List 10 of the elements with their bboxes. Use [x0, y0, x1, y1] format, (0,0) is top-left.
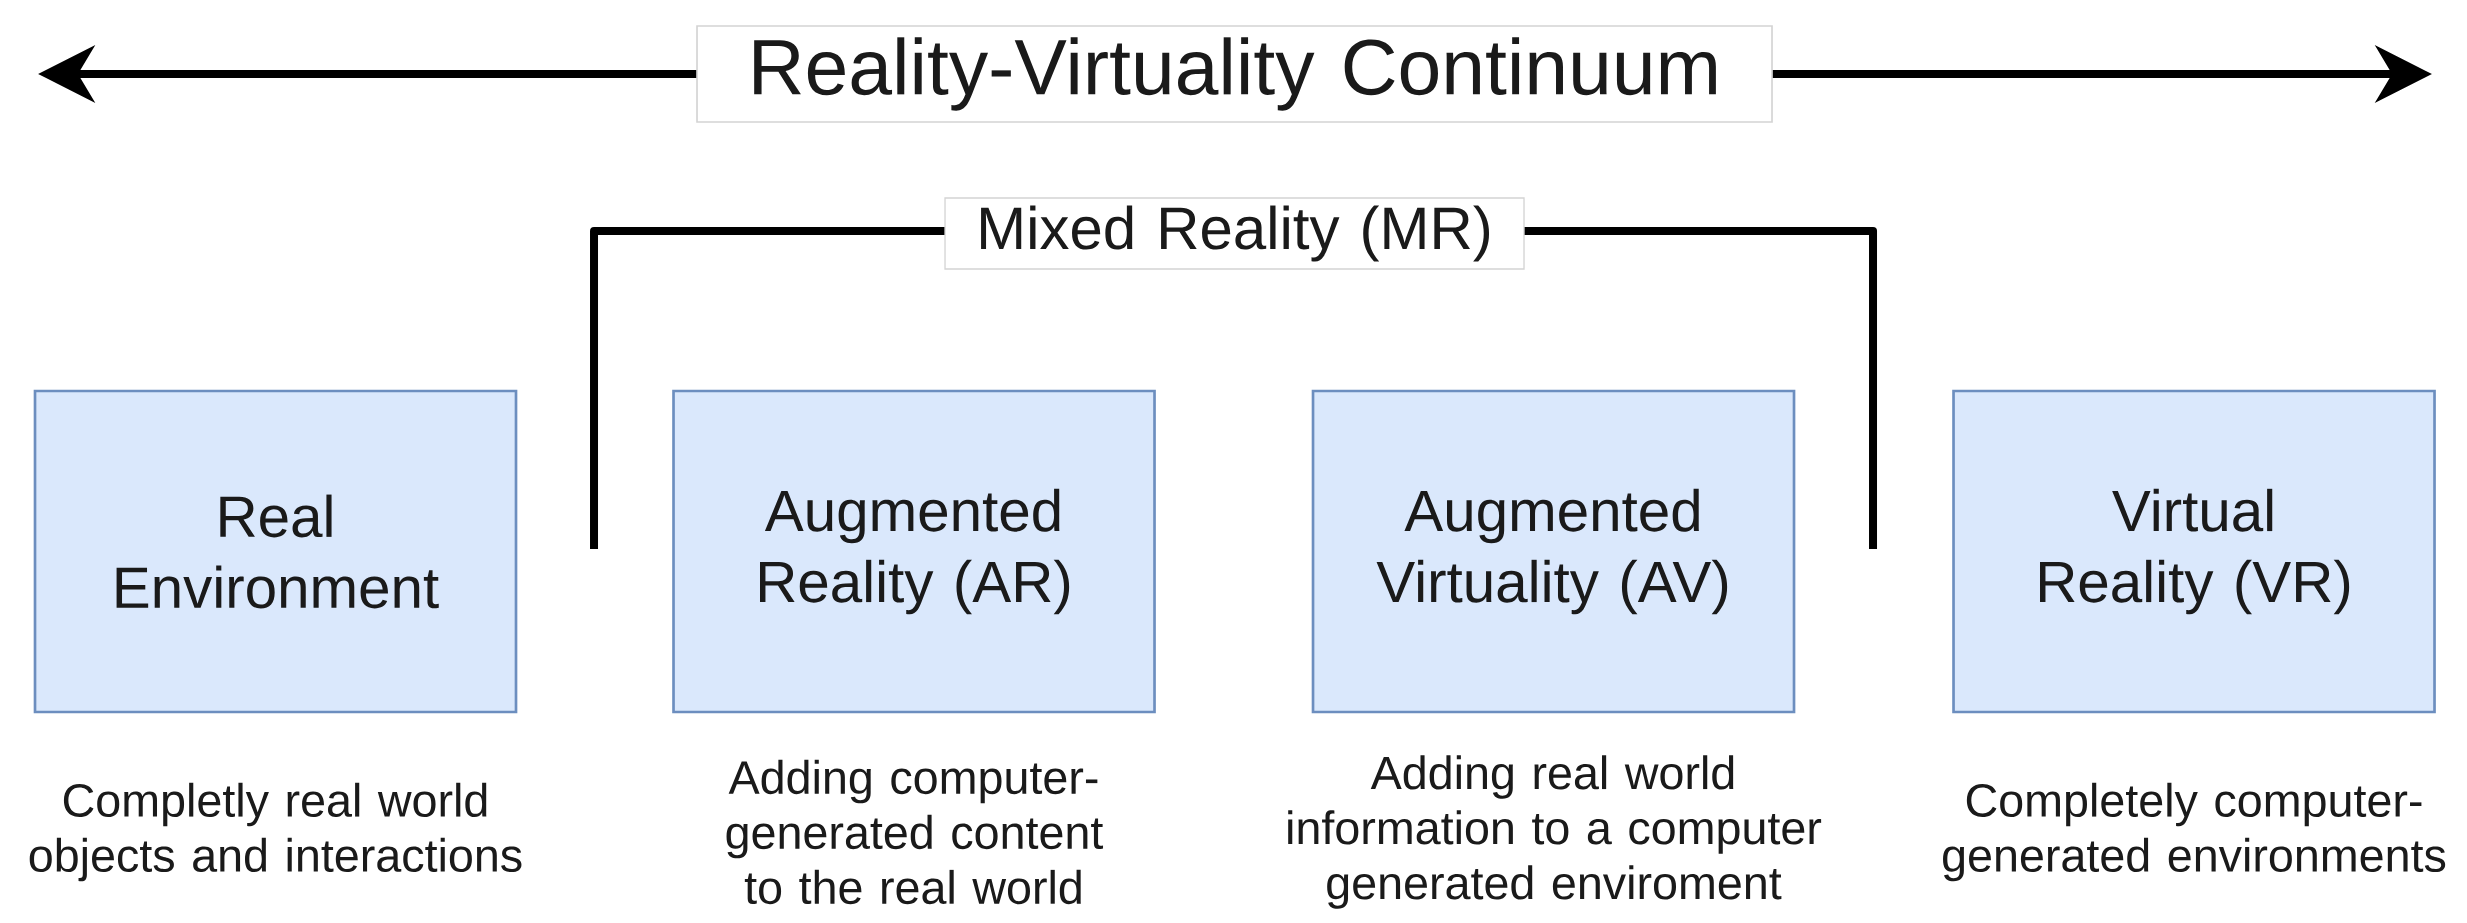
concept-box: Augmented Reality (AR): [672, 389, 1156, 714]
description-text: Adding computer-generated content to the real world: [726, 759, 1104, 905]
concept-box: Virtual Reality (VR): [1952, 389, 2436, 714]
concept-box: Real Environment: [33, 389, 518, 714]
title-box: Reality-Virtuality Continuum: [696, 25, 1773, 123]
concept-box: Augmented Virtuality (AV): [1311, 389, 1796, 714]
label-box: Mixed Reality (MR): [944, 197, 1525, 270]
description-text: Completly real world objects and interactions: [29, 782, 522, 882]
description-text: Completely computer-generated environments: [1943, 782, 2446, 882]
description-text: Adding real world information to a computer generated enviroment: [1288, 755, 1822, 909]
